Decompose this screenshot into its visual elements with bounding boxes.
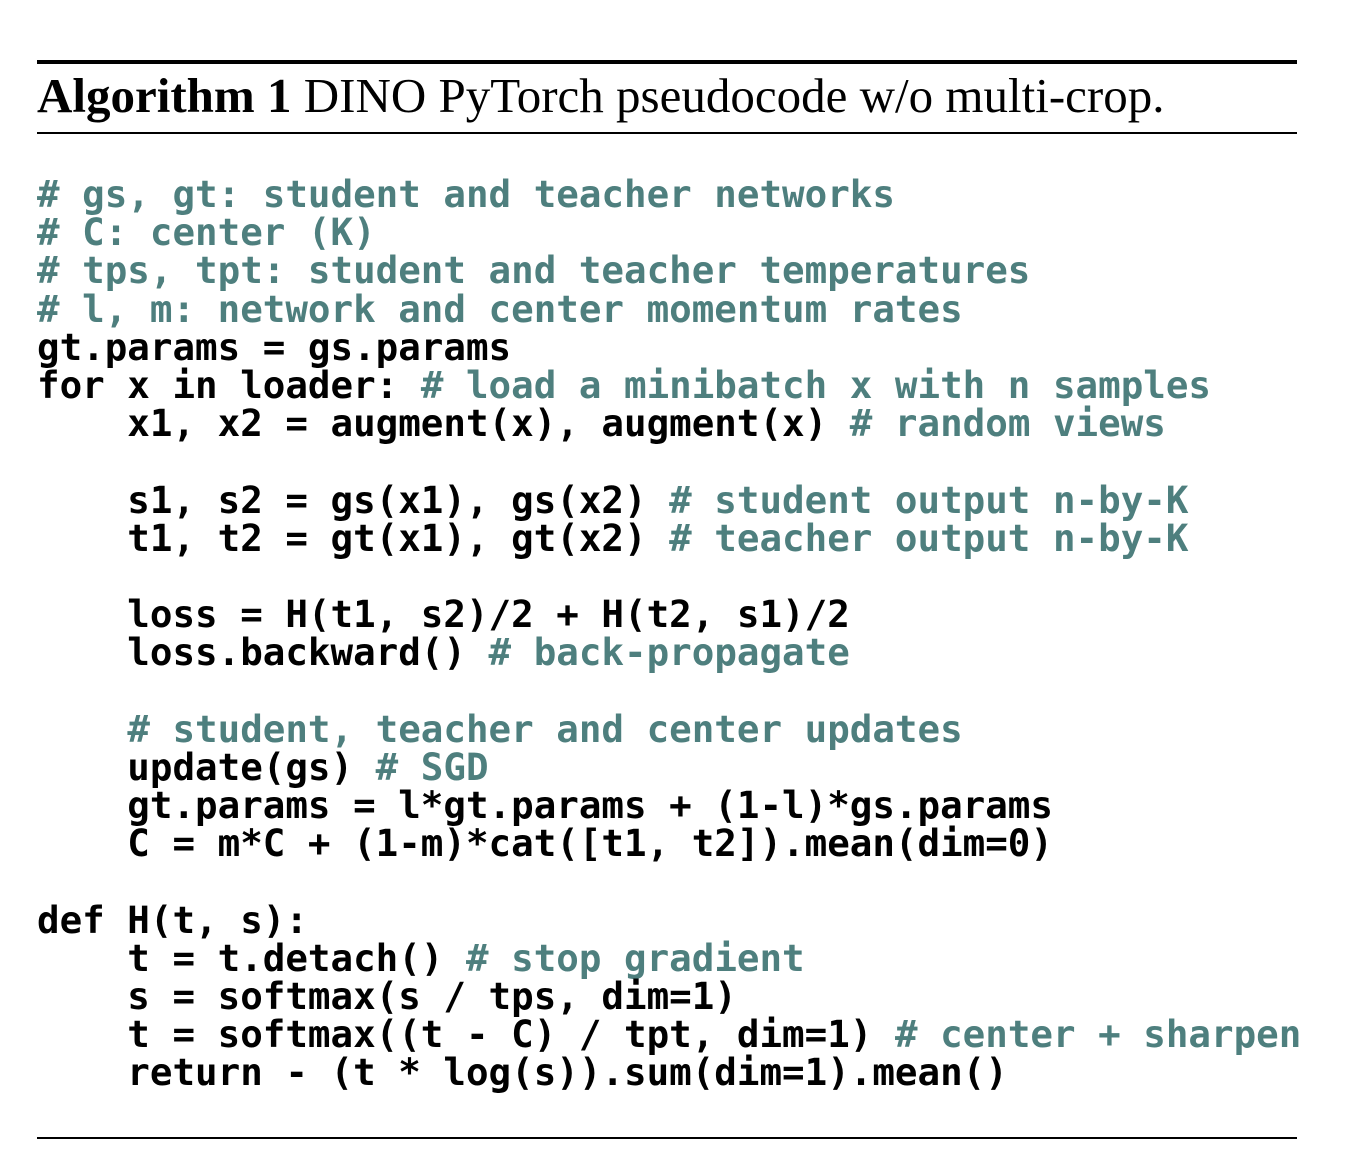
code-comment: # student, teacher and center updates xyxy=(127,706,963,751)
code-comment: # back-propagate xyxy=(488,630,850,675)
code-text: return - (t * log(s)).sum(dim=1).mean() xyxy=(37,1050,1008,1095)
top-rule xyxy=(37,60,1297,64)
code-line: gt.params = gs.params xyxy=(37,328,1301,366)
code-line: loss = H(t1, s2)/2 + H(t2, s1)/2 xyxy=(37,595,1301,633)
code-comment: # tps, tpt: student and teacher temperat… xyxy=(37,248,1031,293)
code-line: t = t.detach() # stop gradient xyxy=(37,939,1301,977)
code-text: gt.params = gs.params xyxy=(37,324,512,369)
code-comment: # teacher output n-by-K xyxy=(669,515,1189,560)
code-line: t = softmax((t - C) / tpt, dim=1) # cent… xyxy=(37,1015,1301,1053)
code-line: for x in loader: # load a minibatch x wi… xyxy=(37,366,1301,404)
code-line: def H(t, s): xyxy=(37,897,1301,942)
code-text: loss = H(t1, s2)/2 + H(t2, s1)/2 xyxy=(37,592,850,637)
bottom-rule xyxy=(37,1137,1297,1139)
code-comment: # center + sharpen xyxy=(894,1012,1302,1057)
code-line xyxy=(37,557,1301,595)
code-line: gt.params = l*gt.params + (1-l)*gs.param… xyxy=(37,786,1301,824)
code-comment: # load a minibatch x with n samples xyxy=(420,362,1212,407)
code-line: return - (t * log(s)).sum(dim=1).mean() xyxy=(37,1053,1301,1091)
code-line: x1, x2 = augment(x), augment(x) # random… xyxy=(37,404,1301,442)
code-comment: # gs, gt: student and teacher networks xyxy=(37,172,895,216)
code-text: update(gs) xyxy=(37,744,376,789)
code-comment: # l, m: network and center momentum rate… xyxy=(37,286,963,331)
pseudocode-block: # gs, gt: student and teacher networks# … xyxy=(37,175,1301,1092)
algorithm-caption: Algorithm 1 DINO PyTorch pseudocode w/o … xyxy=(37,66,1164,126)
code-text: gt.params = l*gt.params + (1-l)*gs.param… xyxy=(37,783,1053,827)
code-line: # student, teacher and center updates xyxy=(37,710,1301,748)
code-line xyxy=(37,862,1301,900)
code-line: t1, t2 = gt(x1), gt(x2) # teacher output… xyxy=(37,519,1301,557)
code-line: C = m*C + (1-m)*cat([t1, t2]).mean(dim=0… xyxy=(37,824,1301,862)
algorithm-label: Algorithm 1 xyxy=(37,68,292,123)
code-line: # tps, tpt: student and teacher temperat… xyxy=(37,251,1301,289)
code-line xyxy=(37,442,1301,480)
code-comment: # random views xyxy=(849,401,1166,446)
code-comment: # C: center (K) xyxy=(37,210,376,255)
code-line: loss.backward() # back-propagate xyxy=(37,633,1301,671)
code-text: loss.backward() xyxy=(37,630,489,675)
code-line: # C: center (K) xyxy=(37,213,1301,251)
code-text: t = t.detach() xyxy=(37,935,466,980)
code-text: s = softmax(s / tps, dim=1) xyxy=(37,973,737,1018)
code-line: # l, m: network and center momentum rate… xyxy=(37,286,1301,331)
code-text: t1, t2 = gt(x1), gt(x2) xyxy=(37,515,670,560)
code-line: update(gs) # SGD xyxy=(37,748,1301,786)
code-text: x1, x2 = augment(x), augment(x) xyxy=(37,401,850,446)
code-comment: # stop gradient xyxy=(465,935,805,980)
code-comment: # SGD xyxy=(375,744,489,789)
caption-rule xyxy=(37,132,1297,134)
code-line: s = softmax(s / tps, dim=1) xyxy=(37,977,1301,1015)
code-line: # gs, gt: student and teacher networks xyxy=(37,175,1301,213)
code-text: t = softmax((t - C) / tpt, dim=1) xyxy=(37,1012,895,1057)
code-line xyxy=(37,671,1301,709)
code-text: for x in loader: xyxy=(37,362,421,407)
code-comment: # student output n-by-K xyxy=(669,477,1189,522)
code-text: C = m*C + (1-m)*cat([t1, t2]).mean(dim=0… xyxy=(37,821,1053,866)
algorithm-title: DINO PyTorch pseudocode w/o multi-crop. xyxy=(303,68,1165,123)
code-text: s1, s2 = gs(x1), gs(x2) xyxy=(37,477,670,522)
code-line: s1, s2 = gs(x1), gs(x2) # student output… xyxy=(37,477,1301,522)
code-text: def H(t, s): xyxy=(37,897,308,942)
